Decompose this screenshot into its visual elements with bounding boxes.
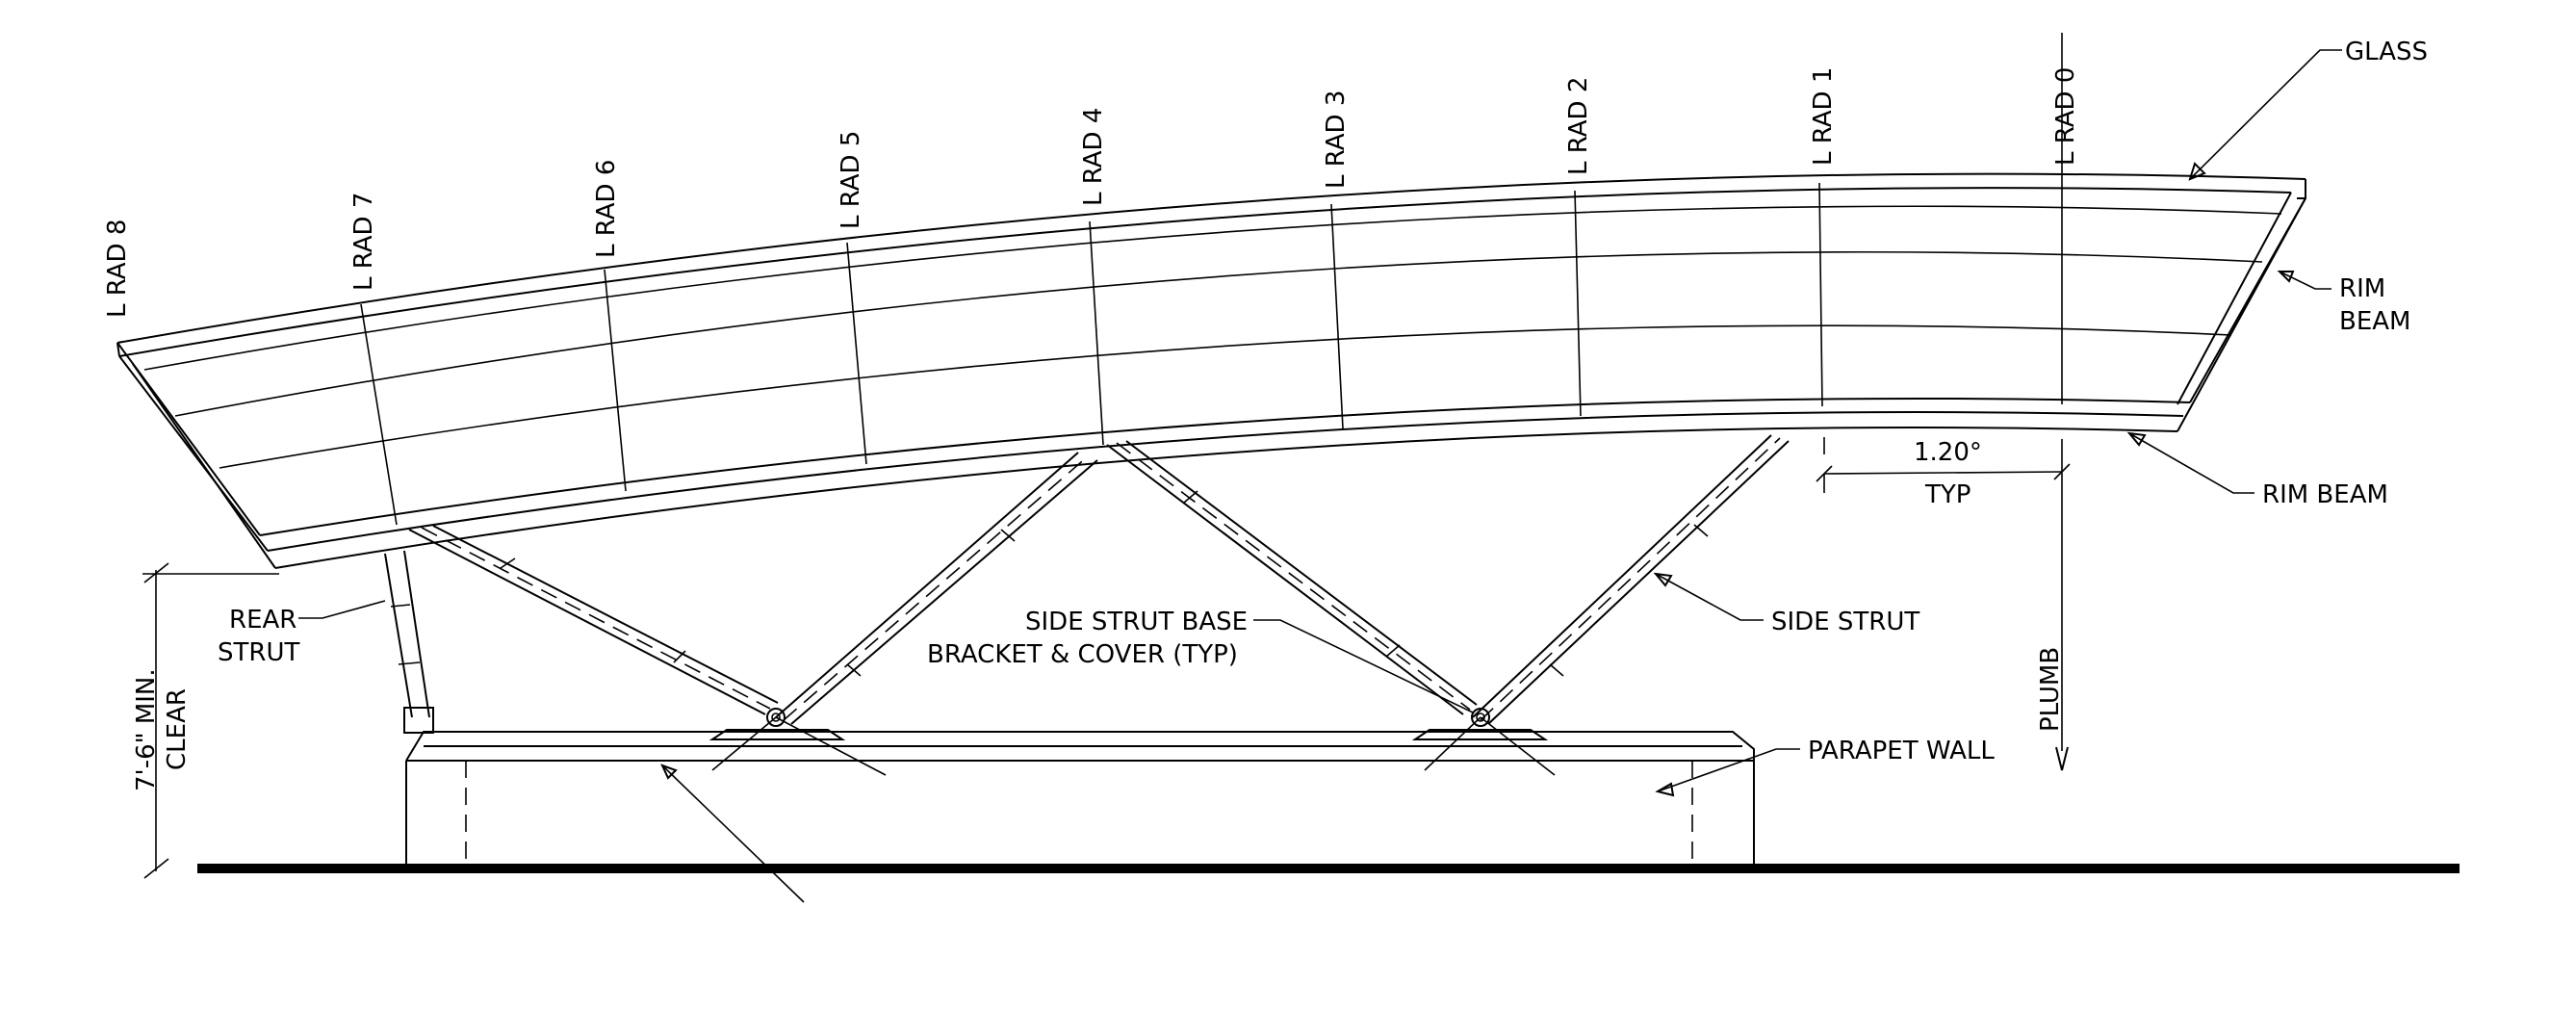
ground-line <box>197 864 2460 873</box>
glass-label: GLASS <box>2345 38 2428 66</box>
radial-label-6: L RAD 6 <box>592 160 621 258</box>
radial-label-1: L RAD 1 <box>1809 67 1838 166</box>
clearance-label-1: 7'-6" MIN. <box>132 668 161 791</box>
rear-strut-label-2: STRUT <box>218 638 299 667</box>
dimension-note: TYP <box>1924 480 1971 509</box>
radial-label-2: L RAD 2 <box>1564 77 1593 175</box>
dimension-value: 1.20° <box>1914 438 1982 467</box>
bracket-label-1: SIDE STRUT BASE <box>1025 608 1248 636</box>
radial-labels: L RAD 8 L RAD 7 L RAD 6 L RAD 5 L RAD 4 … <box>103 67 2080 318</box>
parapet-wall-label: PARAPET WALL <box>1808 737 1995 765</box>
strut-base-brackets <box>708 708 1556 776</box>
radial-label-4: L RAD 4 <box>1079 108 1108 206</box>
angle-dimension: 1.20° TYP <box>1816 437 2071 509</box>
clearance-dimension: 7'-6" MIN. CLEAR <box>132 562 279 879</box>
side-strut-label: SIDE STRUT <box>1771 608 1919 636</box>
radial-grid <box>360 33 2069 771</box>
parapet-wall <box>405 731 1755 867</box>
callouts: GLASS RIM BEAM RIM BEAM SIDE STRUT SIDE … <box>218 38 2428 903</box>
radial-label-8: L RAD 8 <box>103 220 132 318</box>
plumb-label: PLUMB <box>2036 647 2065 732</box>
clearance-label-2: CLEAR <box>163 688 192 770</box>
struts <box>384 434 1790 734</box>
glass-canopy <box>116 172 2306 569</box>
radial-label-5: L RAD 5 <box>837 131 865 229</box>
rear-strut-label-1: REAR <box>229 606 296 635</box>
radial-label-0: L RAD 0 <box>2051 67 2080 166</box>
bracket-label-2: BRACKET & COVER (TYP) <box>927 640 1238 669</box>
rim-beam-upper-label-1: RIM <box>2339 274 2385 303</box>
rim-beam-lower-label: RIM BEAM <box>2262 480 2388 509</box>
radial-label-7: L RAD 7 <box>349 193 378 291</box>
rim-beam-upper-label-2: BEAM <box>2339 307 2410 336</box>
radial-label-3: L RAD 3 <box>1322 91 1351 189</box>
